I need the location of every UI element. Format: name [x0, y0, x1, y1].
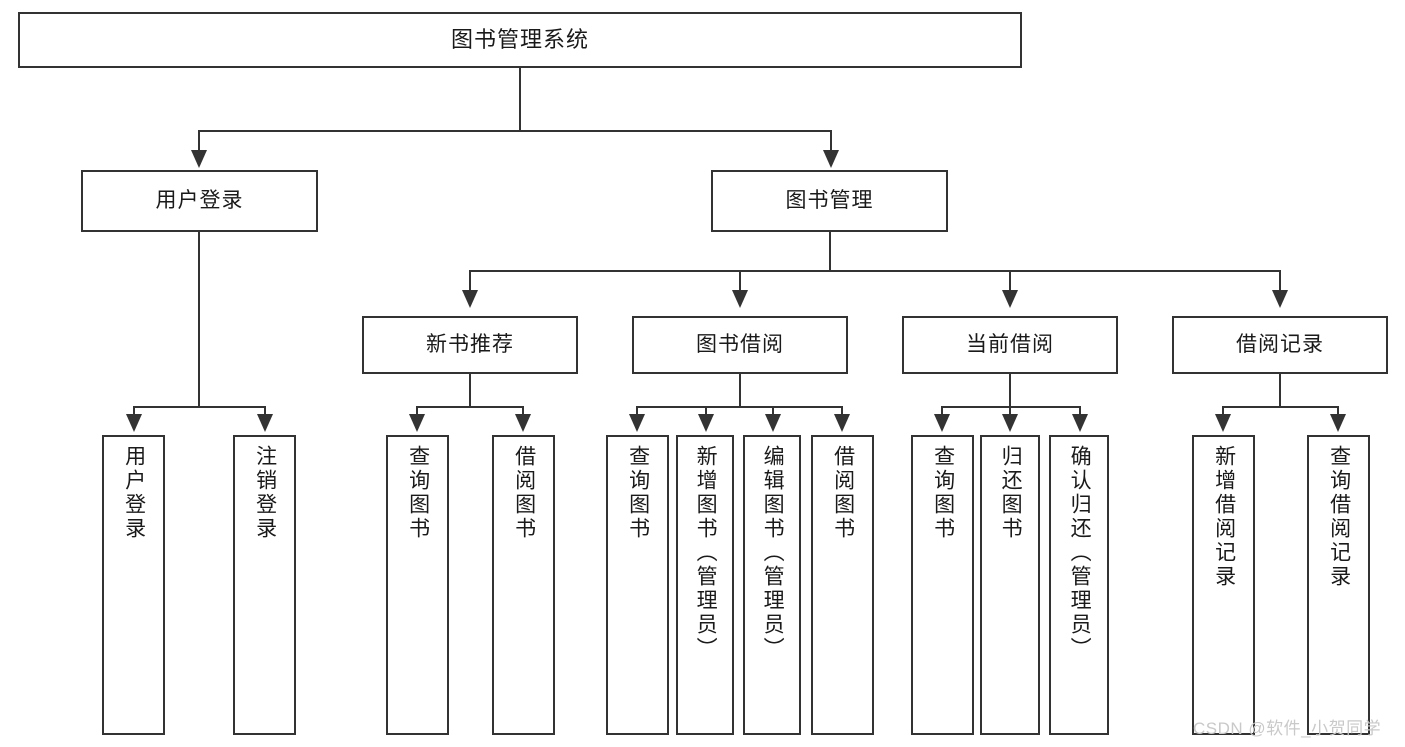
node-label: 查询图书 — [931, 445, 955, 541]
connector-borrow-record-drop-1 — [1222, 406, 1224, 418]
node-label: 借阅图书 — [831, 445, 855, 541]
leaf-borrow-book-recommend[interactable]: 借阅图书 — [492, 435, 555, 735]
arrowhead-leaf-user-login — [126, 414, 142, 432]
node-label: 新增图书（管理员） — [694, 445, 718, 661]
node-label: 用户登录 — [122, 445, 146, 541]
connector-new-book-bar — [416, 406, 524, 408]
arrowhead-leaf-edit-book — [765, 414, 781, 432]
leaf-query-book-recommend[interactable]: 查询图书 — [386, 435, 449, 735]
node-label: 借阅记录 — [1236, 332, 1324, 356]
arrowhead-leaf-return-book — [1002, 414, 1018, 432]
node-label: 新书推荐 — [426, 332, 514, 356]
connector-current-borrow-drop-3 — [1079, 406, 1081, 418]
leaf-user-login[interactable]: 用户登录 — [102, 435, 165, 735]
connector-to-borrow-record — [1279, 270, 1281, 292]
arrowhead-book-mgmt — [823, 150, 839, 168]
connector-root-to-book-mgmt — [830, 130, 832, 152]
arrowhead-leaf-borrow-book-a — [515, 414, 531, 432]
arrowhead-leaf-confirm-return — [1072, 414, 1088, 432]
node-book-management[interactable]: 图书管理 — [711, 170, 948, 232]
connector-book-borrow-bar — [636, 406, 843, 408]
arrowhead-user-login — [191, 150, 207, 168]
connector-current-borrow-stem — [1009, 374, 1011, 406]
leaf-confirm-return-admin[interactable]: 确认归还（管理员） — [1049, 435, 1109, 735]
connector-root-stem — [519, 68, 521, 130]
leaf-edit-book-admin[interactable]: 编辑图书（管理员） — [743, 435, 801, 735]
arrowhead-leaf-query-book-b — [629, 414, 645, 432]
node-borrow-record[interactable]: 借阅记录 — [1172, 316, 1388, 374]
connector-root-to-user-login — [198, 130, 200, 152]
connector-new-book-drop-1 — [416, 406, 418, 418]
arrowhead-current-borrow — [1002, 290, 1018, 308]
node-label: 新增借阅记录 — [1212, 445, 1236, 589]
node-label: 查询图书 — [406, 445, 430, 541]
node-label: 图书管理 — [785, 188, 874, 212]
connector-current-borrow-bar — [941, 406, 1081, 408]
connector-to-book-borrow — [739, 270, 741, 292]
arrowhead-leaf-query-record — [1330, 414, 1346, 432]
node-label: 确认归还（管理员） — [1068, 445, 1092, 661]
node-label: 图书管理系统 — [450, 27, 589, 53]
connector-current-borrow-drop-1 — [941, 406, 943, 418]
connector-book-borrow-drop-3 — [772, 406, 774, 418]
node-label: 归还图书 — [999, 445, 1023, 541]
leaf-query-borrow-record[interactable]: 查询借阅记录 — [1307, 435, 1370, 735]
node-book-borrow[interactable]: 图书借阅 — [632, 316, 848, 374]
leaf-add-borrow-record[interactable]: 新增借阅记录 — [1192, 435, 1255, 735]
arrowhead-leaf-logout — [257, 414, 273, 432]
node-label: 图书借阅 — [696, 332, 784, 356]
leaf-query-book-borrow[interactable]: 查询图书 — [606, 435, 669, 735]
connector-book-mgmt-stem — [829, 232, 831, 270]
arrowhead-leaf-add-record — [1215, 414, 1231, 432]
leaf-add-book-admin[interactable]: 新增图书（管理员） — [676, 435, 734, 735]
node-label: 用户登录 — [155, 188, 244, 212]
connector-user-login-stem — [198, 232, 200, 406]
node-label: 查询图书 — [626, 445, 650, 541]
connector-user-login-drop-2 — [264, 406, 266, 418]
node-label: 借阅图书 — [512, 445, 536, 541]
arrowhead-leaf-query-book-c — [934, 414, 950, 432]
connector-user-login-drop-1 — [133, 406, 135, 418]
node-root-system[interactable]: 图书管理系统 — [18, 12, 1022, 68]
connector-book-mgmt-bar — [469, 270, 1281, 272]
connector-to-new-book — [469, 270, 471, 292]
leaf-logout[interactable]: 注销登录 — [233, 435, 296, 735]
arrowhead-leaf-borrow-book-b — [834, 414, 850, 432]
connector-book-borrow-drop-1 — [636, 406, 638, 418]
connector-user-login-bar — [133, 406, 265, 408]
connector-borrow-record-drop-2 — [1337, 406, 1339, 418]
node-user-login[interactable]: 用户登录 — [81, 170, 318, 232]
connector-borrow-record-bar — [1222, 406, 1338, 408]
leaf-query-book-current[interactable]: 查询图书 — [911, 435, 974, 735]
connector-to-current-borrow — [1009, 270, 1011, 292]
node-label: 查询借阅记录 — [1327, 445, 1351, 589]
connector-book-borrow-drop-2 — [705, 406, 707, 418]
node-current-borrow[interactable]: 当前借阅 — [902, 316, 1118, 374]
arrowhead-leaf-query-book-a — [409, 414, 425, 432]
arrowhead-book-borrow — [732, 290, 748, 308]
connector-root-bar — [198, 130, 832, 132]
arrowhead-borrow-record — [1272, 290, 1288, 308]
connector-new-book-stem — [469, 374, 471, 406]
connector-borrow-record-stem — [1279, 374, 1281, 406]
connector-new-book-drop-2 — [522, 406, 524, 418]
connector-current-borrow-drop-2 — [1009, 406, 1011, 418]
node-new-book-recommend[interactable]: 新书推荐 — [362, 316, 578, 374]
node-label: 注销登录 — [253, 445, 277, 541]
node-label: 当前借阅 — [966, 332, 1054, 356]
leaf-return-book[interactable]: 归还图书 — [980, 435, 1040, 735]
arrowhead-leaf-add-book — [698, 414, 714, 432]
leaf-borrow-book[interactable]: 借阅图书 — [811, 435, 874, 735]
connector-book-borrow-drop-4 — [841, 406, 843, 418]
connector-book-borrow-stem — [739, 374, 741, 406]
node-label: 编辑图书（管理员） — [761, 445, 785, 661]
arrowhead-new-book-recommend — [462, 290, 478, 308]
